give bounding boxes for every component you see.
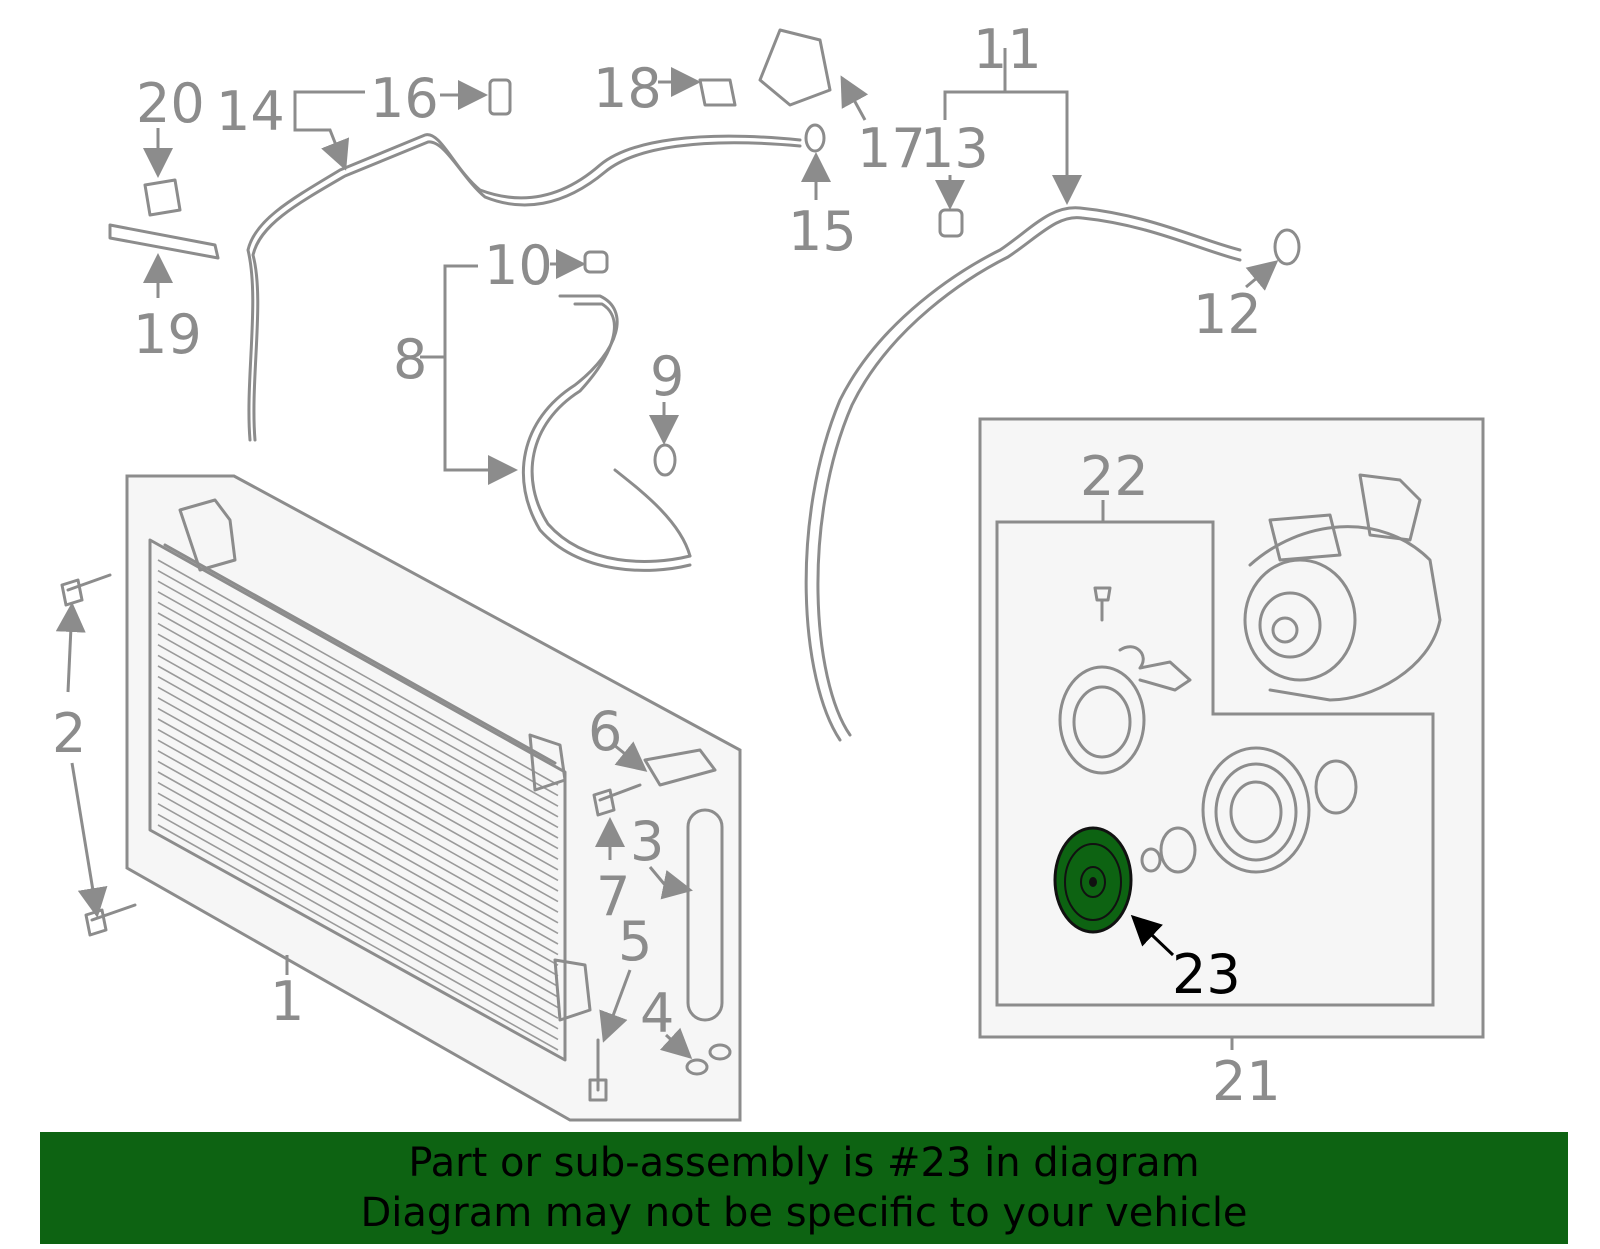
condenser-fin — [157, 686, 559, 913]
condenser-fin — [157, 697, 559, 924]
condenser-fin — [157, 792, 559, 1019]
condenser-fin — [157, 707, 559, 935]
condenser-fin — [157, 601, 559, 829]
condenser-fin — [157, 760, 559, 988]
condenser-fin — [157, 622, 559, 850]
callout-9: 9 — [650, 345, 684, 408]
callout-20: 20 — [136, 72, 205, 135]
banner-line-2: Diagram may not be specific to your vehi… — [360, 1190, 1248, 1236]
callout-22: 22 — [1080, 445, 1149, 508]
leader-lines — [55, 48, 1279, 1060]
callout-10: 10 — [484, 234, 553, 297]
callout-17: 17 — [857, 117, 926, 180]
receiver-drier — [686, 808, 724, 1022]
condenser-fin — [157, 644, 559, 871]
callout-labels: 1 2 3 4 5 6 7 8 9 10 11 12 13 14 15 16 1… — [52, 18, 1281, 1113]
callout-14: 14 — [216, 80, 285, 143]
callout-3: 3 — [630, 810, 664, 873]
banner-line-1: Part or sub-assembly is #23 in diagram — [408, 1140, 1200, 1186]
condenser-group — [125, 474, 742, 1122]
condenser-fin — [157, 580, 559, 807]
condenser-fin — [157, 824, 559, 1051]
clutch-subassembly-box — [995, 520, 1435, 1007]
parts-diagram: 1 2 3 4 5 6 7 8 9 10 11 12 13 14 15 16 1… — [52, 18, 1485, 1122]
condenser-fin — [157, 665, 559, 892]
condenser-fin — [157, 718, 559, 945]
callout-5: 5 — [618, 910, 652, 973]
callout-2: 2 — [52, 702, 86, 765]
condenser-fin — [157, 675, 559, 903]
condenser-fin — [157, 559, 559, 786]
callout-7: 7 — [596, 865, 630, 928]
condenser-fin — [157, 750, 559, 977]
condenser-fin — [157, 771, 559, 998]
callout-16: 16 — [370, 67, 439, 130]
condenser-fin — [157, 803, 559, 1030]
callout-19: 19 — [133, 303, 202, 366]
callout-21: 21 — [1212, 1050, 1281, 1113]
hose-lines — [246, 133, 1242, 742]
callout-8: 8 — [393, 328, 427, 391]
callout-18: 18 — [593, 57, 662, 120]
condenser-core — [148, 498, 592, 1062]
callout-12: 12 — [1193, 283, 1262, 346]
condenser-fin — [157, 654, 559, 882]
clutch-parts — [1058, 586, 1358, 874]
condenser-fin — [157, 728, 559, 956]
condenser-fin — [157, 569, 559, 797]
condenser-fin — [157, 813, 559, 1041]
condenser-fin — [157, 612, 559, 839]
info-banner: Part or sub-assembly is #23 in diagram D… — [40, 1132, 1568, 1244]
callout-6: 6 — [588, 700, 622, 763]
callout-1: 1 — [270, 970, 304, 1033]
condenser-fin — [157, 591, 559, 818]
condenser-fin — [157, 633, 559, 860]
callout-23: 23 — [1172, 943, 1241, 1006]
condenser-fin — [157, 739, 559, 966]
callout-15: 15 — [788, 200, 857, 263]
highlighted-part-23 — [1053, 826, 1133, 934]
compressor-body — [1243, 473, 1442, 702]
condenser-fin — [157, 781, 559, 1009]
callout-13: 13 — [920, 117, 989, 180]
callout-4: 4 — [640, 982, 674, 1045]
fasteners — [60, 28, 1301, 1102]
callout-11: 11 — [973, 18, 1042, 81]
